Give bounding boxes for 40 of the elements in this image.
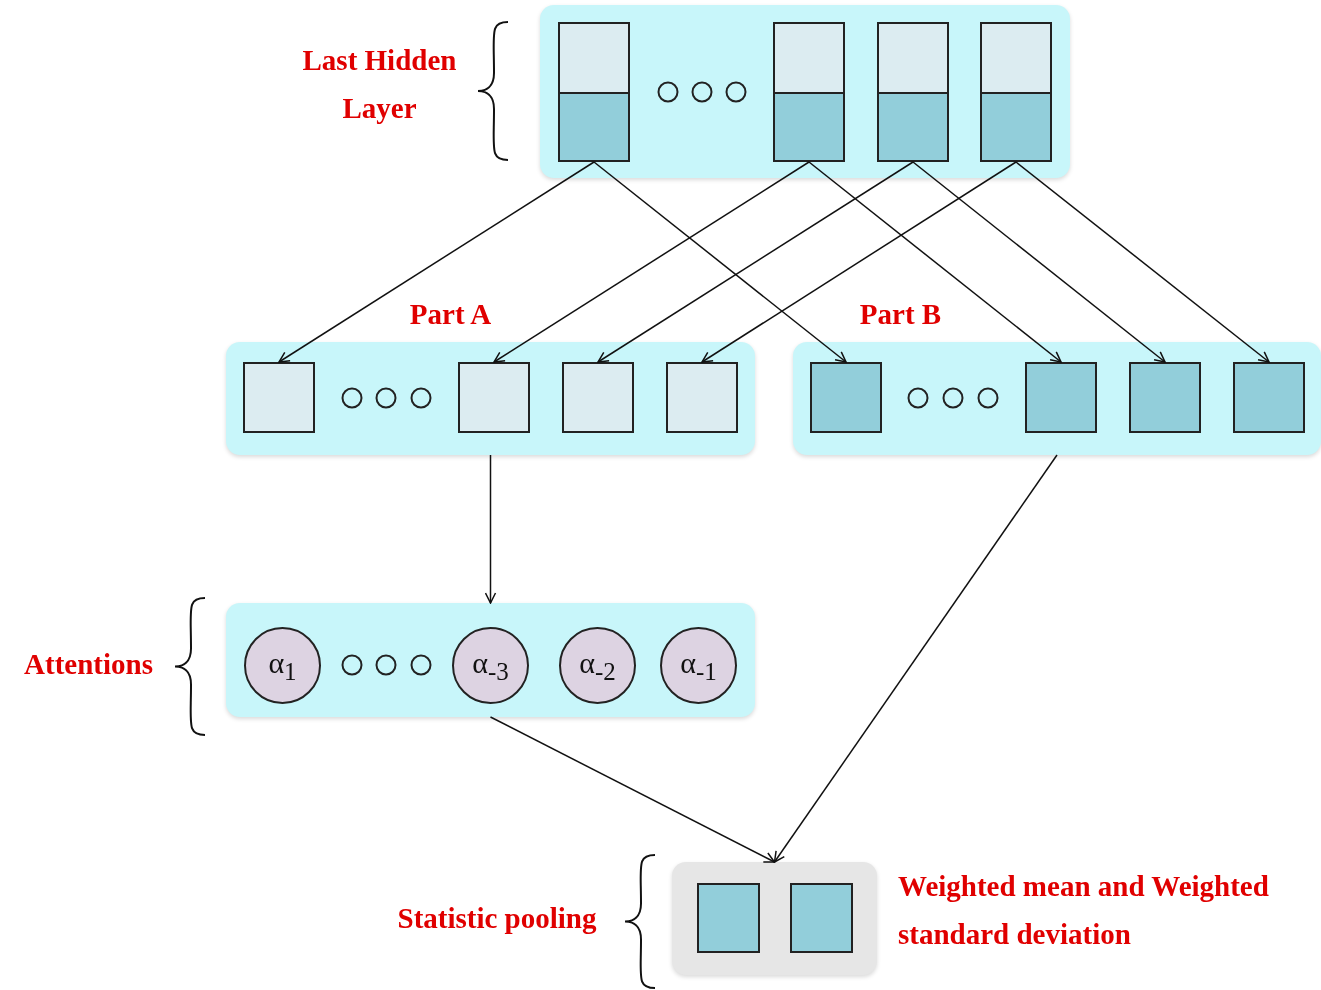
layer-label: Statistic pooling [396, 901, 598, 936]
unit-box [810, 362, 882, 433]
layer-label: Attentions [23, 647, 154, 682]
arrow [701, 161, 1017, 363]
layer-label: Weighted mean and Weighted standard deviation [898, 869, 1270, 952]
arrow [808, 161, 1062, 363]
arrow [773, 454, 1058, 863]
unit-box [1025, 362, 1097, 433]
layer-label: Last Hidden Layer [301, 43, 458, 126]
arrow [593, 161, 847, 363]
unit-box [790, 883, 853, 953]
attention-circle: α$_{-3}$ [452, 627, 529, 704]
unit-box [458, 362, 530, 433]
hidden-unit-box [773, 22, 845, 162]
arrow [912, 161, 1166, 363]
unit-box [562, 362, 634, 433]
unit-box [1129, 362, 1201, 433]
layer-panel [226, 603, 755, 717]
attention-circle: α$_{-2}$ [559, 627, 636, 704]
part-heading: Part B [858, 297, 943, 332]
part-heading: Part A [408, 297, 493, 332]
layer-panel [672, 862, 877, 975]
attention-circle: α$_{-1}$ [660, 627, 737, 704]
attention-circle: α$_{1}$ [244, 627, 321, 704]
arrow [1015, 161, 1270, 363]
layer-panel [226, 342, 755, 455]
unit-box [666, 362, 738, 433]
layer-panel [540, 5, 1070, 178]
arrow [493, 161, 810, 363]
arrow [489, 716, 776, 863]
layer-panel [793, 342, 1321, 455]
hidden-unit-box [558, 22, 630, 162]
arrow [484, 454, 497, 604]
arrow [278, 161, 595, 363]
unit-box [1233, 362, 1305, 433]
unit-box [243, 362, 315, 433]
unit-box [697, 883, 760, 953]
arrow [597, 161, 914, 363]
hidden-unit-box [980, 22, 1052, 162]
hidden-unit-box [877, 22, 949, 162]
